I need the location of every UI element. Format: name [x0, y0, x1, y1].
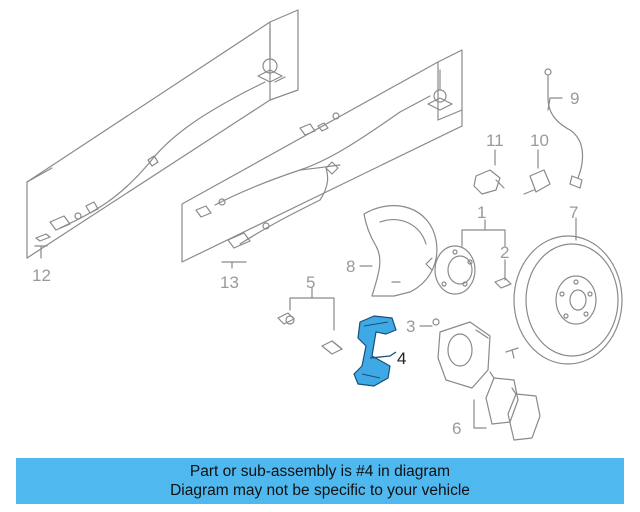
callout-7: 7 — [569, 203, 578, 222]
callout-1: 1 — [477, 203, 486, 222]
callout-9: 9 — [570, 89, 579, 108]
wheel-hub-1 — [425, 245, 476, 295]
callout-4[interactable]: 4 — [397, 349, 406, 368]
caliper-carrier-4[interactable] — [353, 315, 397, 387]
callout-10: 10 — [530, 131, 549, 150]
brake-pads-6 — [485, 371, 541, 441]
speed-sensor-11 — [473, 169, 505, 195]
banner-line-2: Diagram may not be specific to your vehi… — [170, 482, 470, 499]
brake-hose-9 — [544, 68, 584, 189]
brake-caliper-3 — [432, 318, 519, 389]
callout-2: 2 — [500, 243, 509, 262]
callout-5: 5 — [306, 273, 315, 292]
sensor-wire-panel-13 — [181, 49, 463, 263]
callout-8: 8 — [346, 257, 355, 276]
callout-3: 3 — [406, 317, 415, 336]
hub-bolt-2 — [494, 277, 512, 289]
hose-bracket-10 — [523, 169, 551, 195]
info-banner: Part or sub-assembly is #4 in diagram Di… — [16, 458, 624, 504]
parts-diagram: 1 2 3 4 5 6 7 8 9 10 11 12 13 — [26, 9, 623, 441]
brake-rotor-7 — [513, 235, 623, 365]
callout-11: 11 — [486, 131, 504, 150]
callout-6: 6 — [452, 419, 461, 438]
leader-lines — [34, 97, 577, 429]
splash-shield-8 — [363, 205, 438, 297]
callout-12: 12 — [32, 266, 51, 285]
callout-13: 13 — [220, 273, 239, 292]
banner-line-1: Part or sub-assembly is #4 in diagram — [189, 463, 451, 480]
sensor-wire-panel-12 — [26, 9, 299, 259]
guide-bolt-5 — [277, 312, 343, 355]
